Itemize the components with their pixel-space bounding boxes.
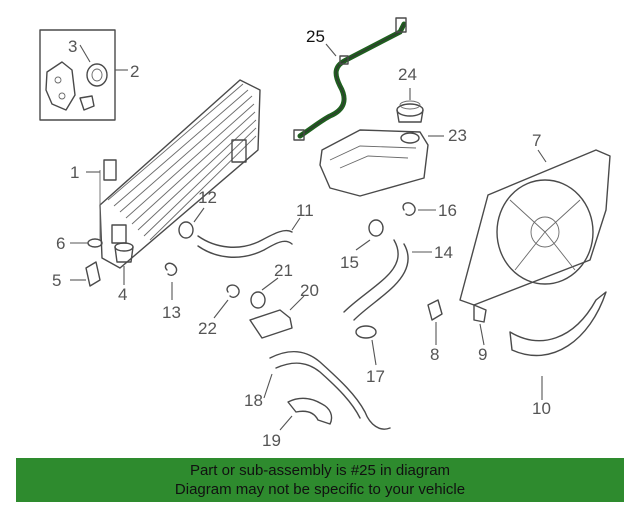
- fitting-part-20: [249, 309, 293, 339]
- callout-9: 9: [478, 345, 487, 364]
- coolant-reservoir-part-23: [319, 129, 429, 197]
- radiator-part-1: [99, 79, 261, 269]
- fitting-part-8: [427, 299, 443, 321]
- callout-12: 12: [198, 188, 217, 207]
- banner-line-disclaimer: Diagram may not be specific to your vehi…: [174, 481, 466, 498]
- callout-22: 22: [198, 319, 217, 338]
- callout-13: 13: [162, 303, 181, 322]
- callout-6: 6: [56, 234, 65, 253]
- callout-11: 11: [296, 201, 314, 220]
- callout-20: 20: [300, 281, 319, 300]
- callout-14: 14: [434, 243, 453, 262]
- clip-part-13: [164, 262, 178, 276]
- callout-3: 3: [68, 37, 77, 56]
- callout-1: 1: [70, 163, 79, 182]
- oring-part-6: [87, 238, 103, 248]
- fan-shroud-part-7: [459, 149, 611, 306]
- callout-15: 15: [340, 253, 359, 272]
- clamp-part-15: [368, 219, 384, 237]
- vent-hose-part-25: [293, 17, 407, 141]
- callout-17: 17: [366, 367, 385, 386]
- exploded-parts-diagram: 3 2 1 6 5 4 12 13 11 21 20 22 18 19 25 2…: [39, 17, 611, 450]
- part-notice-banner: Part or sub-assembly is #25 in diagram D…: [16, 458, 624, 502]
- callout-7: 7: [532, 131, 541, 150]
- hose-part-19: [287, 397, 333, 425]
- clamp-part-12: [178, 221, 194, 239]
- cap-part-4: [114, 242, 134, 263]
- hose-part-11: [197, 229, 293, 258]
- callout-19: 19: [262, 431, 281, 450]
- clip-part-22: [226, 284, 240, 298]
- clip-part-16: [402, 202, 416, 216]
- clamp-part-17: [355, 325, 377, 339]
- banner-line-part-number: Part or sub-assembly is #25 in diagram: [189, 462, 451, 479]
- oring-part-21: [250, 291, 266, 309]
- shroud-part-10: [509, 291, 607, 356]
- callout-16: 16: [438, 201, 457, 220]
- hose-part-18: [269, 351, 391, 430]
- callout-24: 24: [398, 65, 417, 84]
- bracket-part-9: [473, 304, 487, 323]
- reservoir-cap-part-24: [396, 100, 424, 123]
- callout-2: 2: [130, 62, 139, 81]
- inset-box-part-2: [39, 29, 116, 121]
- callout-4: 4: [118, 285, 127, 304]
- callout-10: 10: [532, 399, 551, 418]
- callout-18: 18: [244, 391, 263, 410]
- fitting-part-5: [85, 261, 101, 287]
- callout-8: 8: [430, 345, 439, 364]
- leader-lines: [70, 43, 547, 431]
- callout-23: 23: [448, 126, 467, 145]
- callout-25: 25: [306, 27, 325, 46]
- callout-5: 5: [52, 271, 61, 290]
- callout-21: 21: [274, 261, 293, 280]
- hose-part-14: [343, 239, 409, 321]
